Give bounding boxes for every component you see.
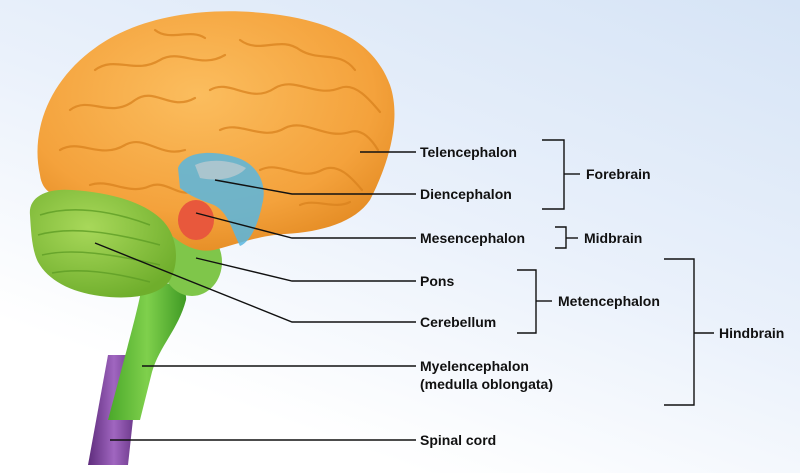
label-diencephalon: Diencephalon — [420, 186, 512, 202]
label-mesencephalon: Mesencephalon — [420, 230, 525, 246]
midbrain-shape — [178, 200, 214, 240]
group-label-metencephalon: Metencephalon — [558, 293, 660, 309]
group-label-forebrain: Forebrain — [586, 166, 651, 182]
label-myelencephalon: Myelencephalon (medulla oblongata) — [420, 357, 553, 393]
label-pons: Pons — [420, 273, 454, 289]
bracket-midbrain — [555, 227, 566, 248]
label-spinal-cord: Spinal cord — [420, 432, 496, 448]
bracket-hindbrain — [664, 259, 694, 405]
label-cerebellum: Cerebellum — [420, 314, 496, 330]
group-label-midbrain: Midbrain — [584, 230, 642, 246]
group-label-hindbrain: Hindbrain — [719, 325, 784, 341]
label-telencephalon: Telencephalon — [420, 144, 517, 160]
label-myelencephalon-line1: Myelencephalon — [420, 357, 553, 375]
medulla-shape — [108, 283, 186, 420]
bracket-metencephalon — [517, 270, 536, 333]
label-myelencephalon-line2: (medulla oblongata) — [420, 375, 553, 393]
leader-pons — [196, 258, 416, 281]
bracket-forebrain — [542, 140, 564, 209]
